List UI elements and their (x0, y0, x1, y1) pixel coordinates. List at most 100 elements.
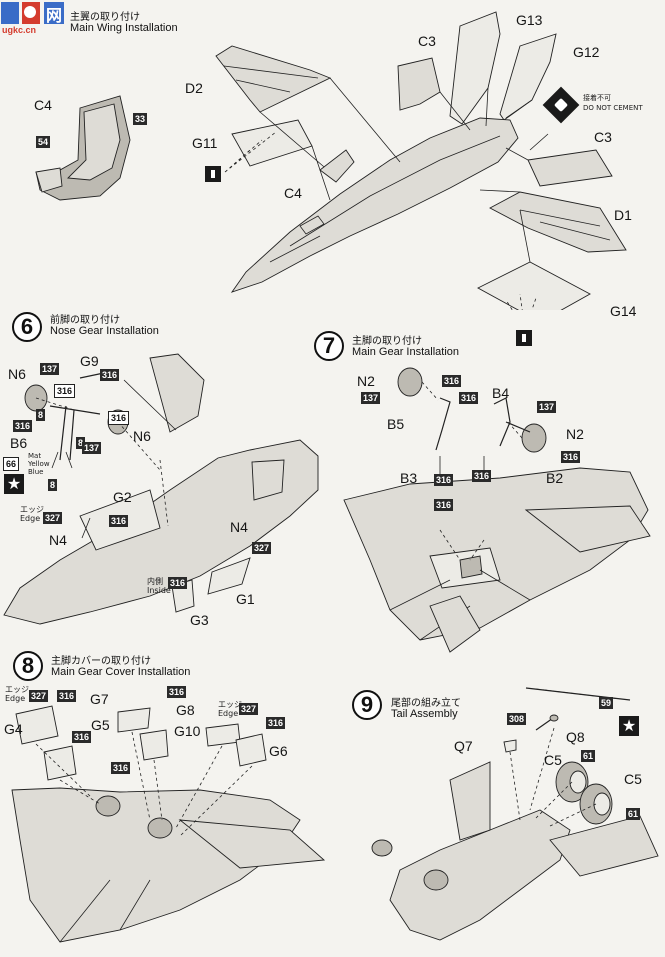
label-n4-right: N4 (230, 519, 248, 535)
step8-number: 8 (13, 651, 43, 681)
stabilizer-step8-drawing (178, 819, 326, 869)
wheel-n2-right-drawing (521, 423, 547, 453)
color-316-p: 316 (72, 731, 92, 743)
edge-jp-8a: エッジ (5, 685, 29, 694)
step7-number: 7 (314, 331, 344, 361)
inside-jp: 内側 (147, 577, 163, 586)
color-316-f: 316 (168, 577, 188, 589)
color-316-h: 316 (459, 392, 479, 404)
star-icon-2: ★ (619, 716, 639, 736)
wing-d2-drawing (215, 45, 332, 113)
part-q7-drawing (503, 739, 517, 753)
tail-step6-drawing (149, 353, 205, 433)
label-g6: G6 (269, 743, 288, 759)
color-33: 33 (133, 113, 148, 125)
color-61-b: 61 (626, 808, 641, 820)
label-n4-left: N4 (49, 532, 67, 548)
step5-title-en: Main Wing Installation (70, 22, 178, 34)
label-b6: B6 (10, 435, 28, 451)
color-137-b: 137 (82, 442, 102, 454)
color-316-d: 316 (13, 420, 33, 432)
color-316-c: 316 (108, 411, 130, 425)
label-n2-left: N2 (357, 373, 375, 389)
color-316-j: 316 (434, 474, 454, 486)
label-b4: B4 (492, 385, 510, 401)
label-b2: B2 (546, 470, 564, 486)
color-8-c: 8 (48, 479, 58, 491)
wing-d1-drawing (489, 191, 627, 253)
label-q7: Q7 (454, 738, 473, 754)
label-g1: G1 (236, 591, 255, 607)
color-8-a: 8 (36, 409, 46, 421)
label-b3: B3 (400, 470, 418, 486)
step7-title-en: Main Gear Installation (352, 346, 459, 358)
door-g6-drawing (235, 733, 267, 767)
step6-number: 6 (12, 312, 42, 342)
fin-step9-drawing (449, 761, 491, 841)
color-59: 59 (599, 697, 614, 709)
seat-c4-drawing (35, 95, 131, 201)
edge-en-6: Edge (20, 514, 41, 523)
step9-number: 9 (352, 690, 382, 720)
part-c4-small-drawing (319, 149, 355, 183)
label-c5-lower: C5 (624, 771, 642, 787)
label-c5-upper: C5 (544, 752, 562, 768)
label-g3: G3 (190, 612, 209, 628)
intake-step6-drawing (251, 459, 285, 501)
watermark-logo-graphic (1, 2, 64, 24)
color-316-m: 316 (57, 690, 77, 702)
star-icon: ★ (4, 474, 24, 494)
label-g10: G10 (174, 723, 201, 739)
label-c4-seat: C4 (34, 97, 52, 113)
flap-c3-drawing (397, 57, 441, 111)
drill-hole-icon (205, 166, 221, 182)
label-g9: G9 (80, 353, 99, 369)
color-327-c: 327 (29, 690, 49, 702)
panel-g11-drawing (231, 119, 313, 167)
step9-drawing (371, 687, 659, 941)
wing-tip-step7-drawing (429, 595, 481, 653)
color-61-a: 61 (581, 750, 596, 762)
fuselage-step9-drawing (389, 809, 571, 941)
panel-g14-drawing (477, 261, 591, 310)
label-n2-right: N2 (566, 426, 584, 442)
label-g12: G12 (573, 44, 600, 60)
edge-jp-6: エッジ (20, 505, 44, 514)
label-c4-small: C4 (284, 185, 302, 201)
color-316-i: 316 (561, 451, 581, 463)
label-q8: Q8 (566, 729, 585, 745)
step5-drawing (35, 11, 627, 310)
door-g8-drawing (139, 729, 169, 761)
label-g5: G5 (91, 717, 110, 733)
label-c3-right: C3 (594, 129, 612, 145)
color-316-a: 316 (100, 369, 120, 381)
flap-c3-right-drawing (527, 149, 613, 187)
door-g5-drawing (43, 745, 77, 781)
label-g13: G13 (516, 12, 543, 28)
stabilizer-step7-drawing (524, 505, 651, 553)
label-g2: G2 (113, 489, 132, 505)
step7-drawing (343, 367, 651, 653)
label-c3-top: C3 (418, 33, 436, 49)
fuselage-step7-drawing (343, 467, 649, 641)
label-n6-left: N6 (8, 366, 26, 382)
color-316-n: 316 (167, 686, 187, 698)
color-316-o: 316 (266, 717, 286, 729)
label-n6-right: N6 (133, 428, 151, 444)
step5-title-jp: 主翼の取り付け (70, 12, 140, 23)
step8-title-en: Main Gear Cover Installation (51, 666, 191, 678)
step8-title-jp: 主脚カバーの取り付け (51, 656, 151, 667)
label-b5: B5 (387, 416, 405, 432)
color-308: 308 (507, 713, 527, 725)
mini-text-3: Blue (28, 468, 44, 476)
color-327-b: 327 (252, 542, 272, 554)
edge-jp-8b: エッジ (218, 700, 242, 709)
color-8-b: 8 (76, 437, 86, 449)
color-137-a: 137 (40, 363, 60, 375)
stabilizer-step9-drawing (549, 815, 659, 877)
inside-en: Inside (147, 586, 171, 595)
step6-title-jp: 前脚の取り付け (50, 315, 120, 326)
color-316-g: 316 (442, 375, 462, 387)
label-d1: D1 (614, 207, 632, 223)
color-316-q: 316 (111, 762, 131, 774)
